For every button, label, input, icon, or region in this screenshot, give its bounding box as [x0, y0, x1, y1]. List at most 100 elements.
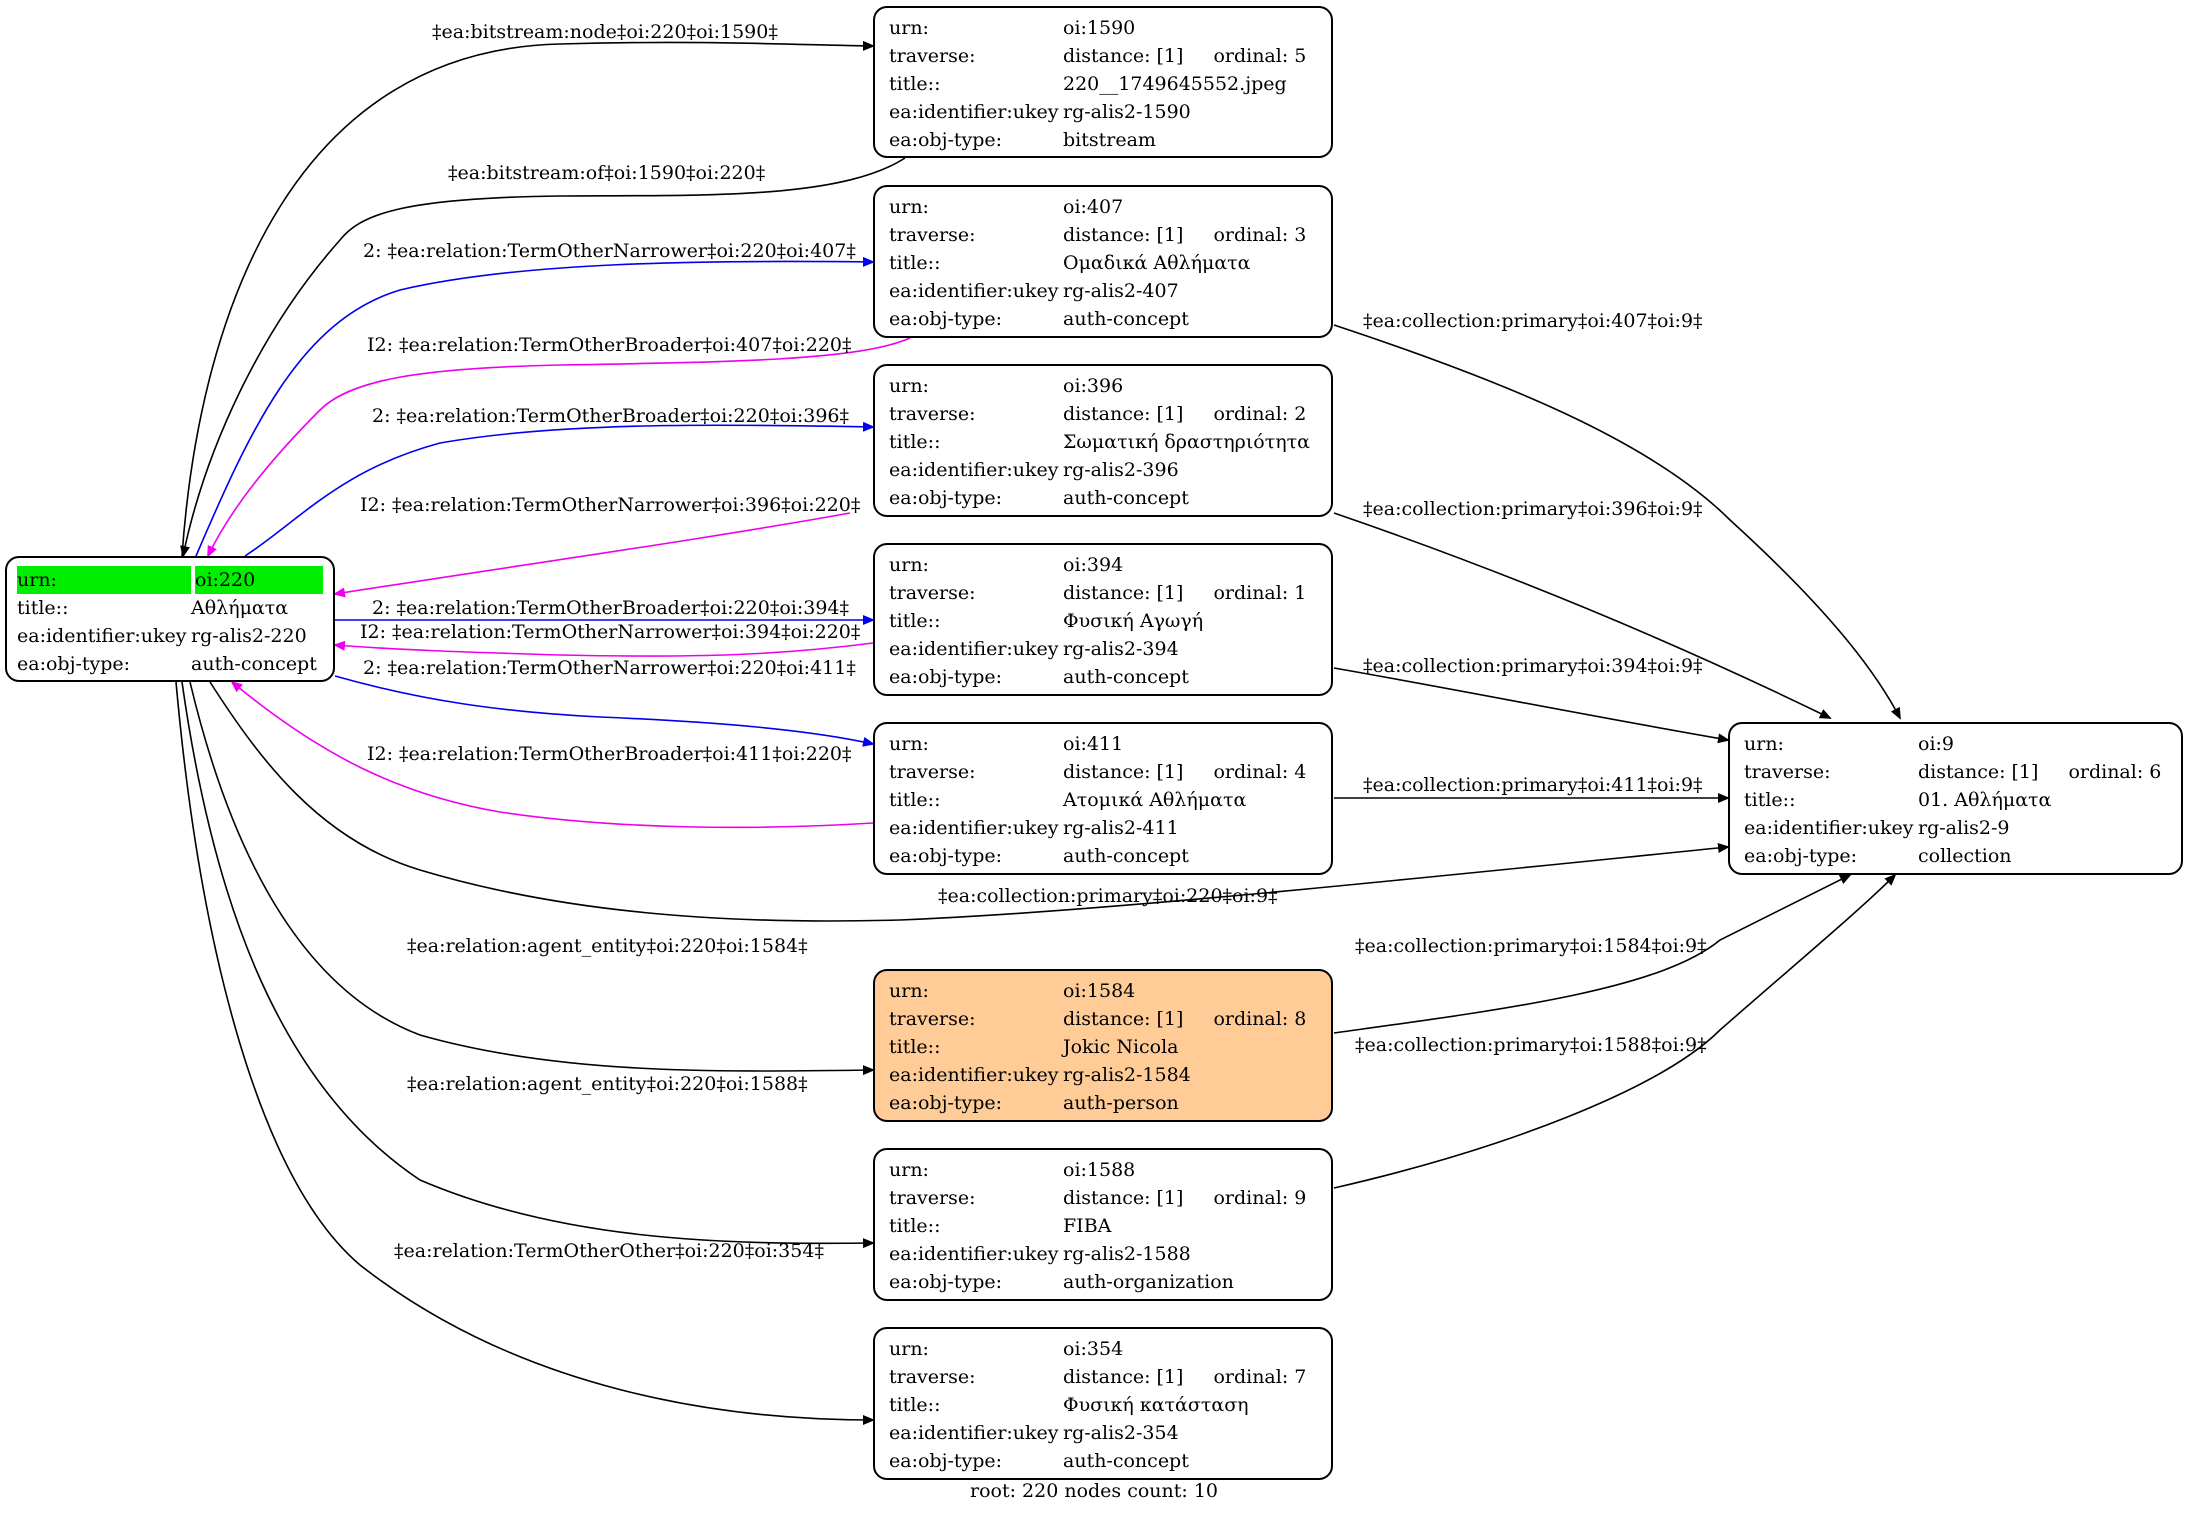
row-label: title:: — [889, 610, 941, 632]
root-row-urn: urn:oi:220 — [17, 566, 323, 594]
edge-label: ‡ea:relation:agent_entity‡oi:220‡oi:1588… — [407, 1073, 808, 1095]
row-label: urn: — [889, 196, 929, 218]
row-value: distance: [1] — [1063, 1187, 1184, 1209]
node-row-urn: urn:oi:1588 — [889, 1156, 1317, 1184]
node-row-traverse: traverse:distance: [1]ordinal: 5 — [889, 42, 1317, 70]
row-value: Φυσική κατάσταση — [1063, 1394, 1249, 1416]
row-label: title:: — [889, 1036, 941, 1058]
ordinal-value: ordinal: 2 — [1213, 403, 1307, 425]
node-row-type: ea:obj-type: collection — [1744, 842, 2167, 870]
row-label: ea:obj-type: — [889, 129, 1003, 151]
node-row-title: title::Jokic Nicola — [889, 1033, 1317, 1061]
edge-label: I2: ‡ea:relation:TermOtherNarrower‡oi:39… — [360, 494, 861, 516]
row-label: urn: — [1744, 733, 1784, 755]
node-row-type: ea:obj-type:auth-concept — [889, 842, 1317, 870]
row-label: title:: — [889, 789, 941, 811]
root-node[interactable]: urn:oi:220 title::Αθλήματα ea:identifier… — [5, 556, 335, 682]
node-row-urn: urn:oi:9 — [1744, 730, 2167, 758]
row-value: rg-alis2-220 — [191, 625, 307, 647]
row-label: ea:identifier:ukey — [17, 625, 187, 647]
row-label: ea:obj-type: — [1744, 845, 1858, 867]
edge-label: 2: ‡ea:relation:TermOtherBroader‡oi:220‡… — [372, 405, 850, 427]
row-value: distance: [1] — [1063, 224, 1184, 246]
row-label: ea:obj-type: — [889, 1092, 1003, 1114]
edge-label: I2: ‡ea:relation:TermOtherBroader‡oi:411… — [367, 743, 852, 765]
row-label: ea:obj-type: — [889, 1450, 1003, 1472]
edge-bitstream-of — [180, 157, 906, 558]
edge-broader-396 — [244, 421, 875, 557]
row-label: ea:obj-type: — [889, 666, 1003, 688]
edge-narrower-407 — [195, 256, 875, 557]
edge-label: I2: ‡ea:relation:TermOtherNarrower‡oi:39… — [360, 621, 861, 643]
row-label: traverse: — [889, 403, 976, 425]
row-label: title:: — [889, 73, 941, 95]
row-label: ea:identifier:ukey — [889, 459, 1059, 481]
edge-bitstream-node — [181, 40, 875, 557]
row-value: Ατομικά Αθλήματα — [1063, 789, 1247, 811]
row-value: rg-alis2-411 — [1063, 817, 1179, 839]
row-value: distance: [1] — [1063, 45, 1184, 67]
node-row-traverse: traverse:distance: [1]ordinal: 9 — [889, 1184, 1317, 1212]
edge-collection-407 — [1333, 324, 1901, 720]
row-label: ea:obj-type: — [889, 1271, 1003, 1293]
row-value: auth-concept — [1063, 1450, 1189, 1472]
ordinal-value: ordinal: 3 — [1213, 224, 1307, 246]
node-row-type: ea:obj-type:auth-concept — [889, 663, 1317, 691]
edge-narrower-411 — [334, 675, 875, 747]
ordinal-value: ordinal: 6 — [2068, 761, 2162, 783]
row-label: ea:obj-type: — [889, 845, 1003, 867]
row-label: title:: — [889, 1215, 941, 1237]
edge-label: 2: ‡ea:relation:TermOtherNarrower‡oi:220… — [363, 240, 856, 262]
ordinal-value: ordinal: 9 — [1213, 1187, 1307, 1209]
edge-label: ‡ea:relation:TermOtherOther‡oi:220‡oi:35… — [394, 1240, 824, 1262]
node-row-title: title::Σωματική δραστηριότητα — [889, 428, 1317, 456]
row-value: oi:1590 — [1063, 17, 1136, 39]
row-value: bitstream — [1063, 129, 1156, 151]
row-label: title:: — [889, 431, 941, 453]
row-label: title:: — [1744, 789, 1796, 811]
row-label: ea:identifier:ukey — [889, 1243, 1059, 1265]
node-row-traverse: traverse:distance: [1]ordinal: 1 — [889, 579, 1317, 607]
row-label: traverse: — [889, 582, 976, 604]
node-row-title: title::01. Αθλήματα — [1744, 786, 2167, 814]
row-label: urn: — [889, 980, 929, 1002]
node-row-urn: urn:oi:1584 — [889, 977, 1317, 1005]
node-row-title: title::Φυσική κατάσταση — [889, 1391, 1317, 1419]
edge-label: I2: ‡ea:relation:TermOtherBroader‡oi:407… — [367, 334, 852, 356]
root-row-type: ea:obj-type:auth-concept — [17, 650, 323, 678]
row-value: 01. Αθλήματα — [1918, 789, 2052, 811]
row-value: oi:407 — [1063, 196, 1124, 218]
edge-label: ‡ea:collection:primary‡oi:220‡oi:9‡ — [938, 885, 1278, 907]
row-value: Φυσική Αγωγή — [1063, 610, 1204, 632]
root-row-title: title::Αθλήματα — [17, 594, 323, 622]
node-row-type: ea:obj-type: bitstream — [889, 126, 1317, 154]
edge-label: ‡ea:collection:primary‡oi:407‡oi:9‡ — [1363, 310, 1703, 332]
row-label: ea:obj-type: — [17, 653, 131, 675]
edge-narrower-394-inverse — [333, 640, 874, 657]
edge-collection-1588 — [1333, 873, 1897, 1189]
row-label: urn: — [889, 1338, 929, 1360]
row-value: distance: [1] — [1063, 761, 1184, 783]
row-value: collection — [1918, 845, 2012, 867]
node-row-urn: urn:oi:354 — [889, 1335, 1317, 1363]
row-value: Jokic Nicola — [1063, 1036, 1179, 1058]
row-value: distance: [1] — [1063, 1366, 1184, 1388]
row-label: ea:identifier:ukey — [889, 1422, 1059, 1444]
